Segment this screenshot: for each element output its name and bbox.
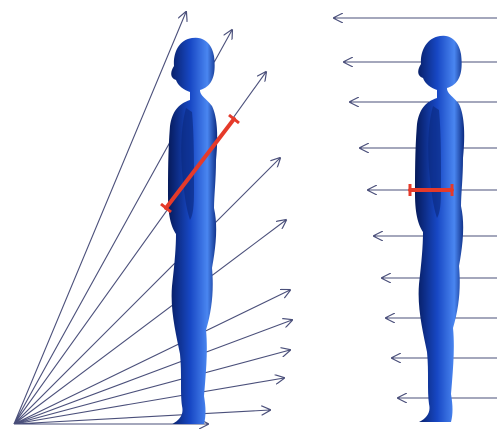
fan-projection-panel — [14, 12, 292, 424]
fan-rays — [14, 12, 292, 424]
fan-ray-arrow — [14, 158, 280, 424]
fan-ray-arrow — [14, 290, 290, 424]
parallel-rays — [334, 18, 497, 398]
fan-ray-arrow — [14, 12, 186, 424]
right-human-figure — [415, 36, 464, 422]
parallel-projection-panel — [334, 18, 497, 422]
fan-ray-arrow — [14, 350, 290, 424]
right-figure-silhouette — [415, 36, 464, 422]
fan-ray-arrow — [14, 220, 286, 424]
fan-ray-arrow — [14, 320, 292, 424]
left-human-figure — [168, 38, 217, 424]
left-figure-silhouette — [168, 38, 217, 424]
